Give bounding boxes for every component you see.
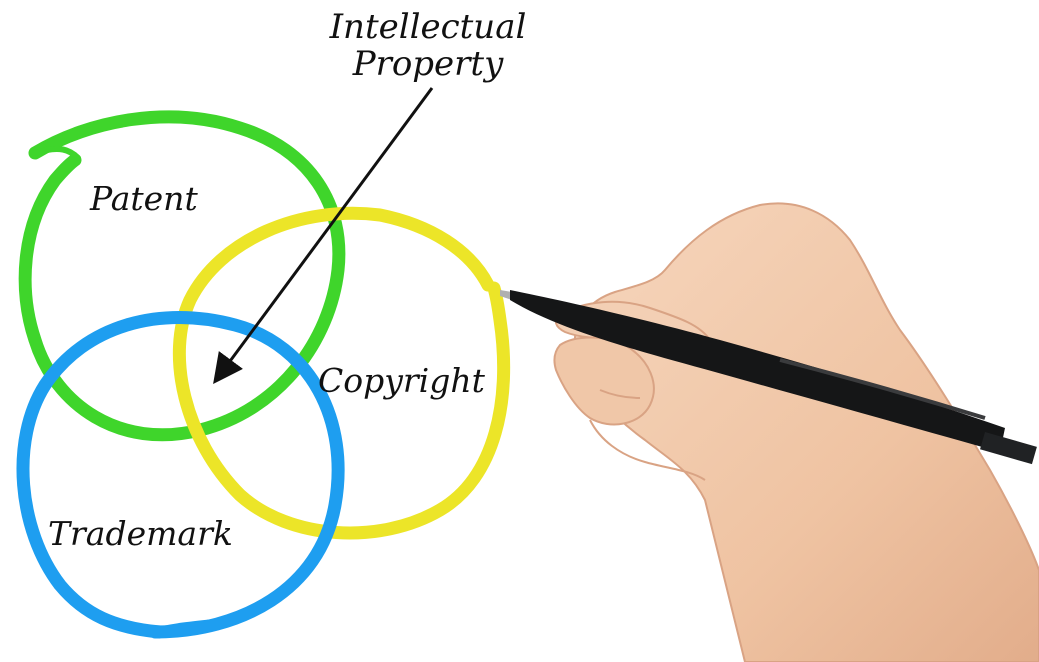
trademark-label: Trademark — [48, 514, 233, 553]
copyright-circle — [172, 206, 511, 540]
patent-label: Patent — [89, 179, 198, 218]
pen-illustration — [500, 290, 1037, 465]
pointer-arrow — [213, 87, 434, 385]
title-line-2: Property — [352, 44, 504, 84]
trademark-circle — [16, 311, 345, 639]
title-line-1: Intellectual — [329, 7, 527, 47]
copyright-label: Copyright — [318, 361, 486, 400]
patent-circle — [18, 110, 346, 442]
